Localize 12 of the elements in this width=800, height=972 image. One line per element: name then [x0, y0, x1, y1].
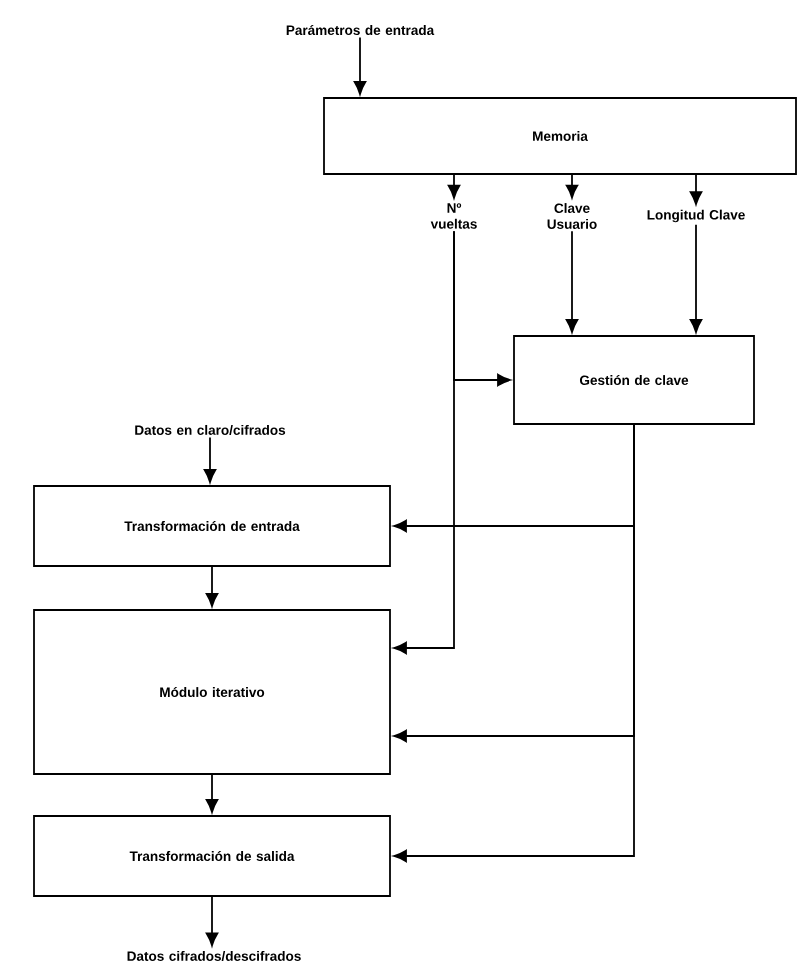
arrow: [447, 174, 461, 199]
arrow: [393, 424, 635, 863]
arrow: [205, 774, 219, 813]
arrow: [565, 230, 579, 333]
arrow: [205, 896, 219, 947]
arrow: [689, 174, 703, 205]
arrow: [393, 230, 455, 655]
arrow: [203, 436, 217, 483]
arrow: [565, 174, 579, 199]
arrow: [353, 36, 367, 95]
arrow: [689, 223, 703, 333]
arrow: [205, 566, 219, 607]
